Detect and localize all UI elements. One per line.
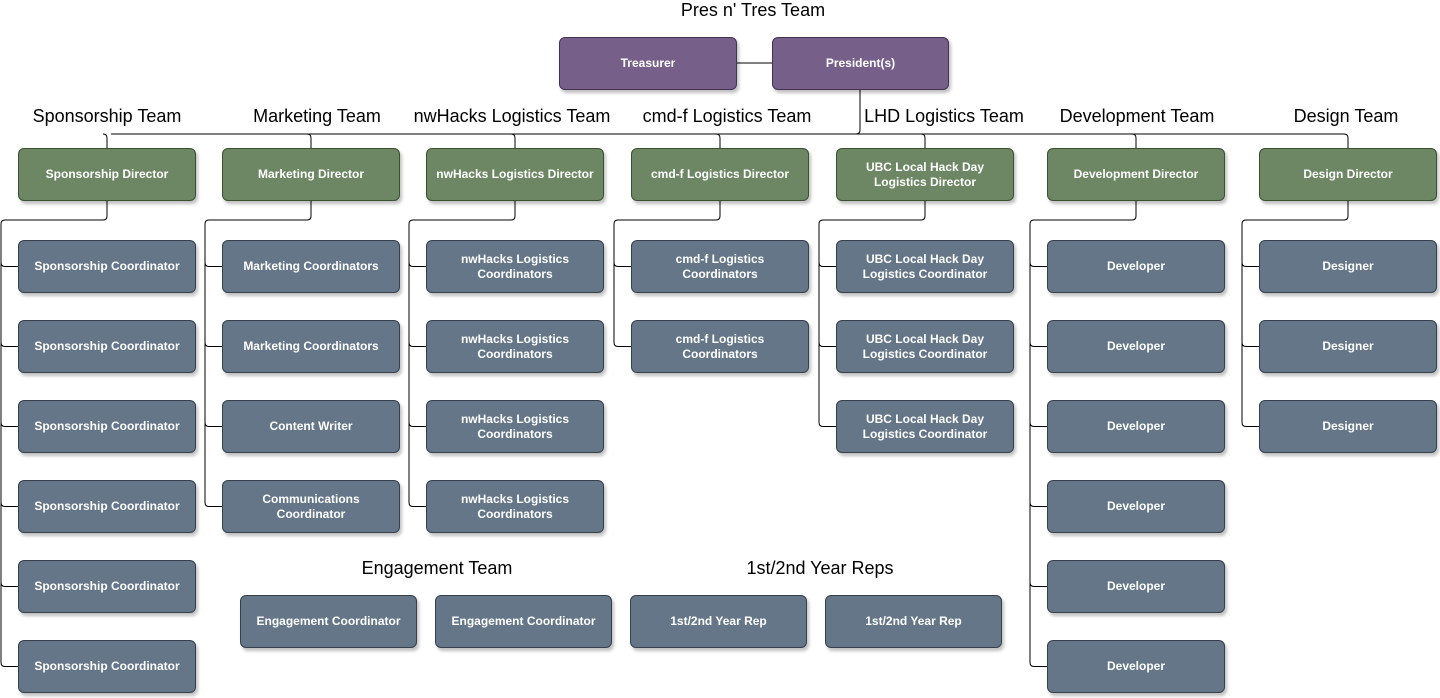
cmd-f-logistics-trunk-line — [613, 201, 721, 343]
nwhacks-logistics-member-branch-line — [408, 342, 426, 347]
year-rep-node[interactable]: 1st/2nd Year Rep — [825, 595, 1002, 648]
development-member-node[interactable]: Developer — [1047, 640, 1225, 693]
president-node[interactable]: President(s) — [772, 37, 949, 90]
treasurer-node[interactable]: Treasurer — [559, 37, 737, 90]
marketing-team-label: Marketing Team — [253, 106, 381, 126]
sponsorship-bus-drop-line — [102, 133, 108, 148]
sponsorship-member-branch-line — [0, 342, 18, 347]
development-member-branch-line — [1029, 342, 1047, 347]
marketing-member-node[interactable]: Communications Coordinator — [222, 480, 400, 533]
development-member-node[interactable]: Developer — [1047, 480, 1225, 533]
lhd-logistics-member-node[interactable]: UBC Local Hack Day Logistics Coordinator — [836, 320, 1014, 373]
nwhacks-logistics-bus-drop-line — [510, 133, 516, 148]
sponsorship-member-node[interactable]: Sponsorship Coordinator — [18, 240, 196, 293]
cmd-f-logistics-member-node[interactable]: cmd-f Logistics Coordinators — [631, 320, 809, 373]
development-member-node[interactable]: Developer — [1047, 240, 1225, 293]
development-member-branch-line — [1029, 582, 1047, 587]
marketing-member-node[interactable]: Marketing Coordinators — [222, 320, 400, 373]
sponsorship-trunk-line — [0, 201, 108, 663]
sponsorship-member-node[interactable]: Sponsorship Coordinator — [18, 560, 196, 613]
engagement-coordinator-node[interactable]: Engagement Coordinator — [240, 595, 417, 648]
marketing-bus-drop-line — [306, 133, 312, 148]
sponsorship-member-node[interactable]: Sponsorship Coordinator — [18, 480, 196, 533]
marketing-member-branch-line — [204, 342, 222, 347]
design-member-node[interactable]: Designer — [1259, 240, 1437, 293]
nwhacks-logistics-member-node[interactable]: nwHacks Logistics Coordinators — [426, 400, 604, 453]
year-rep-node[interactable]: 1st/2nd Year Rep — [630, 595, 807, 648]
design-member-branch-line — [1241, 422, 1259, 427]
lhd-logistics-bus-drop-line — [920, 133, 926, 148]
design-member-branch-line — [1241, 342, 1259, 347]
cmd-f-logistics-director-node[interactable]: cmd-f Logistics Director — [631, 148, 809, 201]
development-member-branch-line — [1029, 502, 1047, 507]
design-member-node[interactable]: Designer — [1259, 400, 1437, 453]
design-director-node[interactable]: Design Director — [1259, 148, 1437, 201]
lhd-logistics-trunk-line — [818, 201, 926, 423]
cmd-f-logistics-team-label: cmd-f Logistics Team — [642, 106, 812, 126]
lhd-logistics-member-branch-line — [818, 342, 836, 347]
engagement-team-label: Engagement Team — [361, 558, 513, 578]
design-team-label: Design Team — [1293, 106, 1399, 126]
lhd-logistics-member-node[interactable]: UBC Local Hack Day Logistics Coordinator — [836, 240, 1014, 293]
lhd-logistics-member-branch-line — [818, 422, 836, 427]
nwhacks-logistics-director-node[interactable]: nwHacks Logistics Director — [426, 148, 604, 201]
development-member-branch-line — [1029, 422, 1047, 427]
nwhacks-logistics-member-node[interactable]: nwHacks Logistics Coordinators — [426, 240, 604, 293]
president-drop-line — [855, 90, 861, 135]
development-director-node[interactable]: Development Director — [1047, 148, 1225, 201]
year-reps-team-label: 1st/2nd Year Reps — [746, 558, 894, 578]
development-bus-drop-line — [1131, 133, 1137, 148]
nwhacks-logistics-member-node[interactable]: nwHacks Logistics Coordinators — [426, 320, 604, 373]
nwhacks-logistics-trunk-line — [408, 201, 516, 503]
marketing-trunk-line — [204, 201, 312, 503]
sponsorship-member-branch-line — [0, 262, 18, 267]
marketing-member-node[interactable]: Content Writer — [222, 400, 400, 453]
cmd-f-logistics-member-branch-line — [613, 262, 631, 267]
lhd-logistics-team-label: LHD Logistics Team — [864, 106, 1024, 126]
lhd-logistics-director-node[interactable]: UBC Local Hack Day Logistics Director — [836, 148, 1014, 201]
engagement-coordinator-node[interactable]: Engagement Coordinator — [435, 595, 612, 648]
sponsorship-member-branch-line — [0, 582, 18, 587]
cmd-f-logistics-member-branch-line — [613, 342, 631, 347]
marketing-member-node[interactable]: Marketing Coordinators — [222, 240, 400, 293]
marketing-member-branch-line — [204, 262, 222, 267]
sponsorship-member-branch-line — [0, 422, 18, 427]
marketing-member-branch-line — [204, 422, 222, 427]
design-member-node[interactable]: Designer — [1259, 320, 1437, 373]
nwhacks-logistics-member-branch-line — [408, 422, 426, 427]
cmd-f-logistics-bus-drop-line — [715, 133, 721, 148]
development-trunk-line — [1029, 201, 1137, 663]
marketing-director-node[interactable]: Marketing Director — [222, 148, 400, 201]
pres-tres-team-label: Pres n' Tres Team — [680, 0, 826, 20]
sponsorship-director-node[interactable]: Sponsorship Director — [18, 148, 196, 201]
design-bus-drop-line — [1343, 133, 1349, 148]
marketing-member-branch-line — [204, 502, 222, 507]
design-trunk-line — [1241, 201, 1349, 423]
cmd-f-logistics-member-node[interactable]: cmd-f Logistics Coordinators — [631, 240, 809, 293]
development-member-node[interactable]: Developer — [1047, 560, 1225, 613]
development-member-branch-line — [1029, 262, 1047, 267]
development-member-node[interactable]: Developer — [1047, 320, 1225, 373]
sponsorship-member-branch-line — [0, 662, 18, 667]
sponsorship-member-node[interactable]: Sponsorship Coordinator — [18, 320, 196, 373]
development-member-node[interactable]: Developer — [1047, 400, 1225, 453]
design-member-branch-line — [1241, 262, 1259, 267]
development-member-branch-line — [1029, 662, 1047, 667]
sponsorship-member-node[interactable]: Sponsorship Coordinator — [18, 640, 196, 693]
lhd-logistics-member-node[interactable]: UBC Local Hack Day Logistics Coordinator — [836, 400, 1014, 453]
sponsorship-team-label: Sponsorship Team — [32, 106, 182, 126]
nwhacks-logistics-member-node[interactable]: nwHacks Logistics Coordinators — [426, 480, 604, 533]
nwhacks-logistics-member-branch-line — [408, 502, 426, 507]
sponsorship-member-branch-line — [0, 502, 18, 507]
nwhacks-logistics-team-label: nwHacks Logistics Team — [413, 106, 611, 126]
development-team-label: Development Team — [1059, 106, 1215, 126]
sponsorship-member-node[interactable]: Sponsorship Coordinator — [18, 400, 196, 453]
nwhacks-logistics-member-branch-line — [408, 262, 426, 267]
lhd-logistics-member-branch-line — [818, 262, 836, 267]
